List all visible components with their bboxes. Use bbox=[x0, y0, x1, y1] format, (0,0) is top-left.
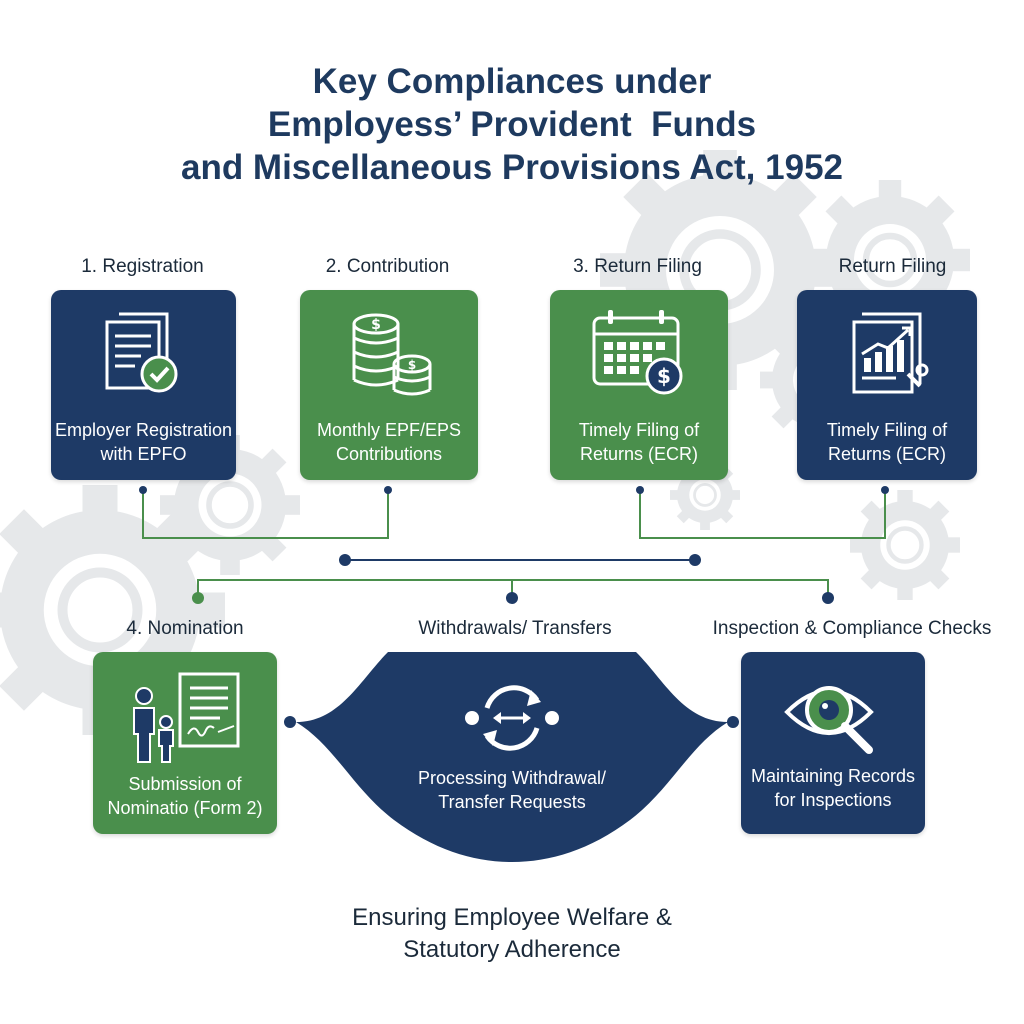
card-text: Submission of Nominatio (Form 2) bbox=[93, 772, 277, 820]
card-text-line: Submission of bbox=[128, 774, 242, 794]
label-nomination: 4. Nomination bbox=[126, 618, 244, 639]
svg-text:$: $ bbox=[371, 317, 381, 333]
family-document-icon bbox=[93, 666, 277, 766]
title-line-1: Key Compliances under bbox=[312, 62, 712, 101]
card-text: Maintaining Records for Inspections bbox=[741, 764, 925, 812]
card-withdrawals-transfers[interactable]: Processing Withdrawal/ Transfer Requests bbox=[380, 652, 644, 852]
page-title: Key Compliances under Employess’ Provide… bbox=[0, 60, 1024, 189]
card-return-filing[interactable]: $ Timely Filing of Returns (ECR) bbox=[550, 290, 728, 480]
label-inspection-compliance: Inspection & Compliance Checks bbox=[712, 618, 992, 639]
title-line-2: Employess’ Provident Funds bbox=[267, 105, 757, 144]
card-text: Employer Registration with EPFO bbox=[51, 418, 236, 466]
card-nomination[interactable]: Submission of Nominatio (Form 2) bbox=[93, 652, 277, 834]
card-text-line: Transfer Requests bbox=[438, 792, 586, 812]
card-text: Timely Filing of Returns (ECR) bbox=[550, 418, 728, 466]
card-text-line: Monthly EPF/EPS bbox=[316, 420, 462, 440]
document-check-icon bbox=[51, 308, 236, 398]
svg-text:$: $ bbox=[657, 364, 671, 388]
card-text-line: Processing Withdrawal/ bbox=[417, 768, 607, 788]
transfer-arrows-icon bbox=[380, 678, 644, 758]
calendar-dollar-icon: $ bbox=[550, 306, 728, 402]
card-text-line: Returns (ECR) bbox=[579, 444, 699, 464]
card-text-line: with EPFO bbox=[100, 444, 187, 464]
card-contribution[interactable]: $ $ Monthly EPF/EPS Contributions bbox=[300, 290, 478, 480]
eye-magnifier-icon bbox=[741, 666, 925, 762]
card-text-line: Timely Filing of bbox=[826, 420, 948, 440]
footer-line-1: Ensuring Employee Welfare & bbox=[352, 904, 672, 931]
svg-text:$: $ bbox=[408, 358, 416, 372]
card-text-line: for Inspections bbox=[774, 790, 892, 810]
card-return-filing-report[interactable]: Timely Filing of Returns (ECR) bbox=[797, 290, 977, 480]
card-text-line: Timely Filing of bbox=[578, 420, 700, 440]
label-registration: 1. Registration bbox=[81, 256, 204, 277]
label-contribution: 2. Contribution bbox=[325, 256, 450, 277]
card-text-line: Contributions bbox=[335, 444, 443, 464]
coins-dollar-icon: $ $ bbox=[300, 304, 478, 404]
card-text-line: Nominatio (Form 2) bbox=[107, 798, 263, 818]
label-return-filing-2: Return Filing bbox=[838, 256, 947, 277]
report-chart-icon bbox=[797, 306, 977, 402]
card-text-line: Employer Registration bbox=[54, 420, 233, 440]
card-inspection[interactable]: Maintaining Records for Inspections bbox=[741, 652, 925, 834]
card-text: Timely Filing of Returns (ECR) bbox=[797, 418, 977, 466]
card-text-line: Maintaining Records bbox=[750, 766, 916, 786]
footer-line-2: Statutory Adherence bbox=[403, 936, 621, 963]
card-text-line: Returns (ECR) bbox=[827, 444, 947, 464]
card-text: Monthly EPF/EPS Contributions bbox=[300, 418, 478, 466]
footer-caption: Ensuring Employee Welfare & Statutory Ad… bbox=[0, 902, 1024, 966]
card-registration[interactable]: Employer Registration with EPFO bbox=[51, 290, 236, 480]
title-line-3: and Miscellaneous Provisions Act, 1952 bbox=[180, 148, 843, 187]
label-withdrawals-transfers: Withdrawals/ Transfers bbox=[418, 618, 612, 639]
card-text: Processing Withdrawal/ Transfer Requests bbox=[380, 766, 644, 814]
label-return-filing: 3. Return Filing bbox=[573, 256, 702, 277]
